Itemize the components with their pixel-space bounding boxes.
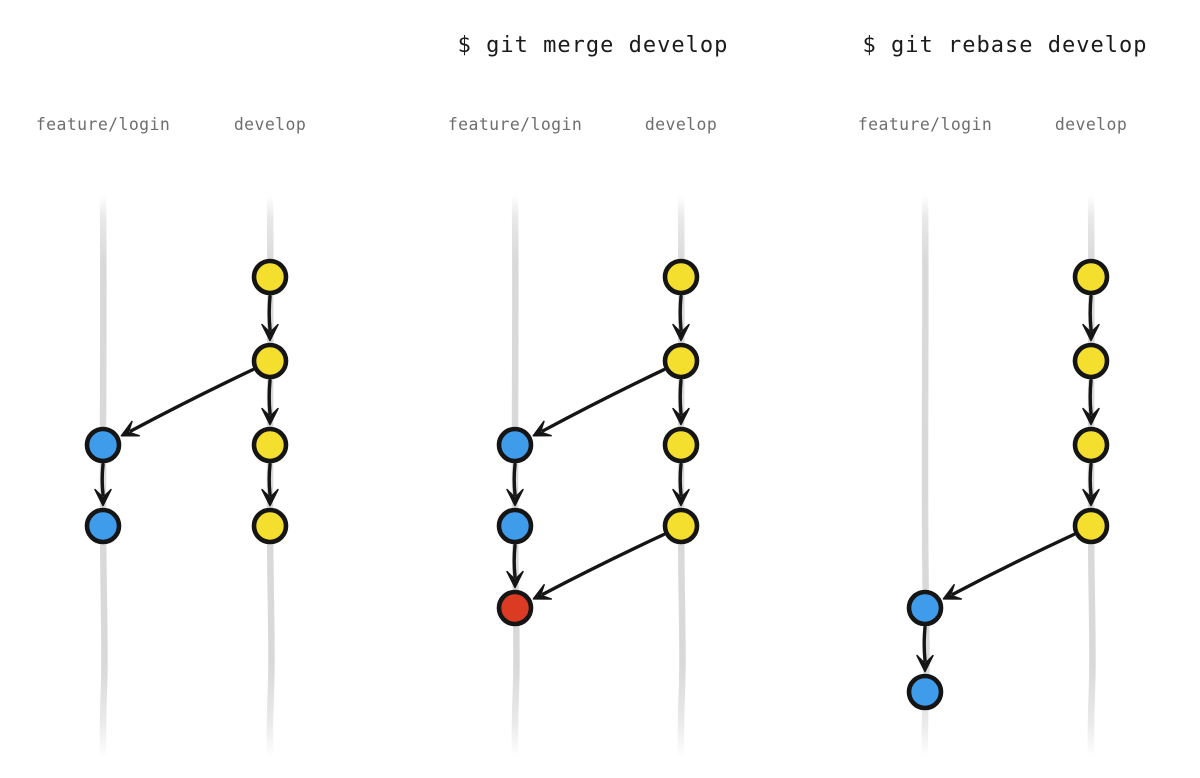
commit-arrow-d2-f1: [532, 368, 666, 437]
commit-arrow-d4-f1: [942, 532, 1076, 600]
arrow-shaft: [678, 294, 683, 331]
arrow-shaft: [267, 462, 272, 496]
arrow-shaft: [951, 532, 1076, 596]
commit-arrow-f1-f2: [506, 462, 524, 507]
commit-node-feature-login-f2: [496, 507, 534, 545]
arrowhead-icon: [261, 407, 279, 426]
arrow-shaft: [129, 368, 255, 433]
arrow-shaft: [678, 378, 683, 415]
arrow-shaft: [541, 368, 666, 433]
commit-node-feature-login-f2: [84, 507, 122, 545]
commit-arrow-d3-d4: [1082, 462, 1100, 507]
arrow-shaft: [100, 462, 105, 496]
panel-rebase: $ git rebase develop feature/login develop: [858, 33, 1148, 761]
commit-node-develop-d4: [662, 507, 700, 545]
arrow-shaft: [1088, 462, 1093, 496]
branch-label-feature-login: feature/login: [36, 115, 170, 134]
arrowhead-icon: [506, 570, 524, 589]
arrow-shaft: [512, 543, 517, 578]
arrowhead-icon: [120, 420, 140, 437]
commit-node-develop-d1: [662, 258, 700, 296]
arrow-shaft: [541, 532, 666, 596]
arrowhead-icon: [916, 654, 934, 673]
commit-node-feature-login-f2: [906, 673, 944, 711]
arrow-shaft: [512, 462, 517, 496]
commit-node-feature-login-f1: [906, 589, 944, 627]
commit-arrow-d3-d4: [672, 462, 690, 507]
arrow-shaft: [1088, 378, 1093, 415]
commit-arrow-d2-d3: [672, 378, 690, 426]
commit-arrow-d2-f1: [120, 368, 255, 437]
arrow-shaft: [267, 294, 272, 331]
arrow-shaft: [678, 462, 683, 496]
commit-arrow-d2-d3: [1082, 378, 1100, 426]
panel-title-rebase: $ git rebase develop: [863, 33, 1148, 58]
arrow-shaft: [1088, 294, 1093, 331]
commit-node-develop-d4: [1072, 507, 1110, 545]
panel-before: feature/login develop: [36, 115, 306, 761]
commit-arrow-d3-d4: [261, 462, 279, 507]
arrowhead-icon: [672, 488, 690, 507]
commit-node-feature-login-f1: [496, 426, 534, 464]
arrowhead-icon: [1082, 407, 1100, 426]
branch-label-develop: develop: [234, 115, 306, 134]
arrowhead-icon: [672, 407, 690, 426]
panel-merge: $ git merge develop feature/login develop: [448, 33, 729, 761]
commit-arrow-f1-f2: [94, 462, 112, 507]
commit-node-develop-d1: [1072, 258, 1110, 296]
arrowhead-icon: [532, 583, 553, 600]
commit-arrow-f2-m1: [506, 543, 524, 589]
commit-arrow-d1-d2: [1082, 294, 1100, 342]
commit-node-develop-d1: [251, 258, 289, 296]
arrowhead-icon: [672, 323, 690, 342]
arrow-shaft: [922, 625, 927, 662]
commit-node-feature-login-f1: [84, 426, 122, 464]
commit-arrow-d1-d2: [672, 294, 690, 342]
commit-arrow-d1-d2: [261, 294, 279, 342]
commit-node-develop-d3: [1072, 426, 1110, 464]
commit-arrow-d2-d3: [261, 378, 279, 426]
commit-arrow-d4-m1: [532, 532, 666, 600]
arrowhead-icon: [506, 488, 524, 507]
arrowhead-icon: [94, 488, 112, 507]
commit-node-develop-d3: [662, 426, 700, 464]
branch-label-develop: develop: [645, 115, 717, 134]
commit-arrow-f1-f2: [916, 625, 934, 673]
arrowhead-icon: [261, 488, 279, 507]
commit-node-develop-d2: [1072, 342, 1110, 380]
commit-node-develop-d3: [251, 426, 289, 464]
commit-node-develop-d2: [251, 342, 289, 380]
arrowhead-icon: [942, 583, 963, 600]
arrow-shaft: [267, 378, 272, 415]
commit-node-develop-d4: [251, 507, 289, 545]
commit-node-develop-d2: [662, 342, 700, 380]
arrowhead-icon: [532, 420, 552, 437]
commit-node-feature-login-m1: [496, 589, 534, 627]
branch-label-feature-login: feature/login: [858, 115, 992, 134]
arrowhead-icon: [261, 323, 279, 342]
branch-label-feature-login: feature/login: [448, 115, 582, 134]
arrowhead-icon: [1082, 488, 1100, 507]
branch-line-feature-login: [99, 192, 108, 761]
branch-label-develop: develop: [1055, 115, 1127, 134]
arrowhead-icon: [1082, 323, 1100, 342]
panel-title-merge: $ git merge develop: [458, 33, 729, 58]
branch-line-feature-login: [921, 192, 930, 761]
